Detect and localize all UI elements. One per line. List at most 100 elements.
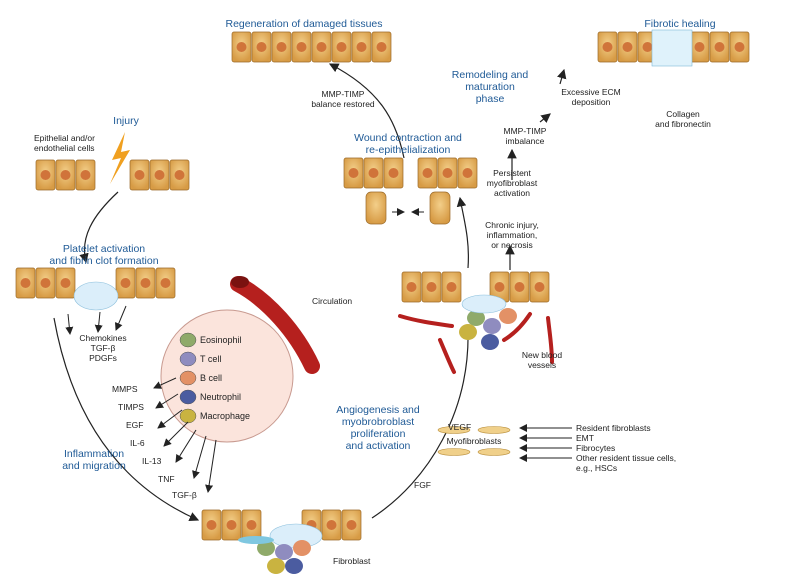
cell-type-label: Macrophage (200, 411, 250, 421)
collagen-label: and fibronectin (655, 119, 711, 129)
epithelial-label: Epithelial and/or (34, 133, 95, 143)
cell-nucleus (406, 282, 417, 292)
bottom-immune-cluster (238, 536, 311, 574)
fgf-label: FGF (414, 480, 431, 490)
cell-nucleus (174, 170, 185, 180)
cell-type-label: B cell (200, 373, 222, 383)
collagen-mesh (651, 29, 693, 67)
angio-immune-cluster (459, 294, 517, 350)
cell-nucleus (388, 168, 399, 178)
cell-nucleus (134, 170, 145, 180)
injury-epithelium-right (129, 159, 190, 191)
cell-nucleus (426, 282, 437, 292)
remodeling-title: Remodeling and (452, 69, 529, 81)
mediator-label: IL-6 (130, 438, 145, 448)
cell-type-icon (179, 408, 197, 424)
cell-nucleus (296, 42, 307, 52)
cell-nucleus (140, 278, 151, 288)
source-label: Fibrocytes (576, 443, 615, 453)
mediator-label: IL-13 (142, 456, 162, 466)
fibrotic-epithelium-left (597, 31, 658, 63)
cell-nucleus (494, 282, 505, 292)
cell-type-icon (179, 389, 197, 405)
mediator-label: TGF-β (172, 490, 197, 500)
source-arrows (519, 424, 572, 462)
wound-epithelium-left (343, 157, 404, 189)
cell-nucleus (446, 282, 457, 292)
cell-nucleus (336, 42, 347, 52)
blood-vessel (230, 276, 320, 374)
mmp-timp-restored-label: MMP-TIMP (322, 89, 365, 99)
cell-nucleus (120, 278, 131, 288)
cell-nucleus (346, 520, 357, 530)
cell-nucleus (714, 42, 725, 52)
inflammation-title: Inflammation (64, 448, 124, 460)
platelet-title: Platelet activation (63, 243, 145, 255)
circulation-label: Circulation (312, 296, 352, 306)
blood-vessel-opening (231, 276, 249, 288)
wound-epithelium-right (417, 157, 478, 189)
mmp-timp-restored-label: balance restored (311, 99, 375, 109)
cell-type-icon (179, 370, 197, 386)
injury-epithelium-left (35, 159, 96, 191)
fibrotic-epithelium-right (689, 31, 750, 63)
myofibroblasts-label: Myofibroblasts (447, 436, 502, 446)
platelet-epithelium-left (15, 267, 76, 299)
cell-nucleus (20, 278, 31, 288)
cell-nucleus (368, 168, 379, 178)
mmp-timp-imbalance-label: imbalance (506, 136, 545, 146)
cell-nucleus (348, 168, 359, 178)
source-label: Other resident tissue cells, (576, 453, 676, 463)
angio-epithelium-right (489, 271, 550, 303)
source-label: Resident fibroblasts (576, 423, 651, 433)
chemokines-label: TGF-β (91, 343, 116, 353)
angiogenesis-title: Angiogenesis and (336, 404, 420, 416)
excessive-ecm-label: Excessive ECM (561, 87, 621, 97)
chemokines-label: Chemokines (79, 333, 126, 343)
remodeling-title: phase (476, 93, 505, 105)
platelet-epithelium-right (115, 267, 176, 299)
new-vessels-label: New blood (522, 350, 562, 360)
mediator-label: MMPS (112, 384, 138, 394)
cell-type-icon (179, 332, 197, 348)
fibroblast-label: Fibroblast (333, 556, 371, 566)
cell-nucleus (80, 170, 91, 180)
source-label: e.g., HSCs (576, 463, 617, 473)
cell-nucleus (442, 168, 453, 178)
new-blood-vessels (398, 312, 554, 374)
chronic-label: Chronic injury, (485, 220, 539, 230)
angio-epithelium-left (401, 271, 462, 303)
cell-nucleus (326, 520, 337, 530)
fibrin-clot (73, 281, 119, 311)
injury-title: Injury (113, 115, 139, 127)
platelet-title: and fibrin clot formation (49, 255, 158, 267)
source-label: EMT (576, 433, 594, 443)
wound-title: Wound contraction and (354, 132, 462, 144)
chronic-label: or necrosis (491, 240, 533, 250)
angiogenesis-title: myobrobroblast (342, 416, 414, 428)
persistent-label: myofibroblast (487, 178, 538, 188)
cell-nucleus (154, 170, 165, 180)
cell-nucleus (422, 168, 433, 178)
mediator-label: TNF (158, 474, 175, 484)
cell-nucleus (514, 282, 525, 292)
angiogenesis-title: proliferation (351, 428, 406, 440)
mmp-timp-imbalance-label: MMP-TIMP (504, 126, 547, 136)
cycle-arrows (53, 63, 567, 521)
cell-nucleus (622, 42, 633, 52)
cell-nucleus (256, 42, 267, 52)
cell-type-label: T cell (200, 354, 221, 364)
cell-type-icon (179, 351, 197, 367)
vegf-label: VEGF (448, 422, 471, 432)
persistent-label: activation (494, 188, 530, 198)
mediator-label: EGF (126, 420, 143, 430)
angiogenesis-title: and activation (346, 440, 411, 452)
cell-nucleus (160, 278, 171, 288)
cell-nucleus (226, 520, 237, 530)
collagen-label: Collagen (666, 109, 700, 119)
cell-nucleus (236, 42, 247, 52)
mediator-label: TIMPS (118, 402, 144, 412)
cell-nucleus (276, 42, 287, 52)
